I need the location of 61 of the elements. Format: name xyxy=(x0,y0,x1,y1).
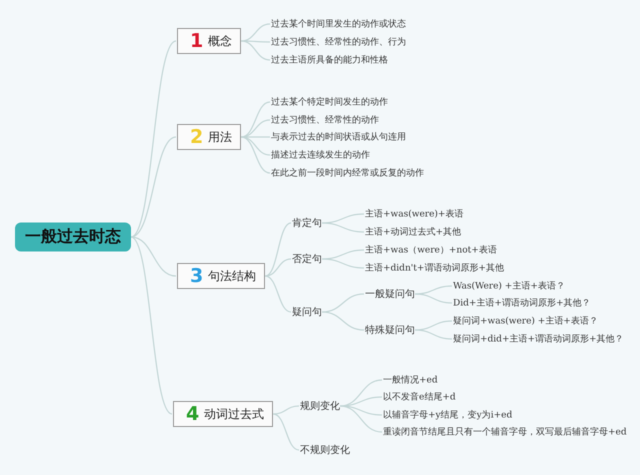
connector-line xyxy=(130,236,176,277)
topic-number: 3 xyxy=(190,265,204,287)
topic-text: 过去习惯性、经常性的动作 xyxy=(271,112,379,128)
topic-text: 与表示过去的时间状语或从句连用 xyxy=(271,130,406,144)
topic-text: 主语+was(were)+表语 xyxy=(365,206,464,222)
connector-line xyxy=(340,405,382,433)
connector-line xyxy=(241,119,270,138)
connector-line xyxy=(130,40,176,238)
topic-text: 疑问词+was(were) +主语+表语？ xyxy=(453,314,598,328)
topic-text: 规则变化 xyxy=(300,398,340,414)
connector-line xyxy=(130,236,172,414)
connector-line xyxy=(265,275,292,313)
connector-line xyxy=(414,293,452,304)
topic-number: 1 xyxy=(190,30,204,52)
central-topic: 一般过去时态 xyxy=(15,222,131,252)
topic-text: 否定句 xyxy=(292,251,322,267)
topic-text: Was(Were) +主语+表语？ xyxy=(453,278,565,294)
topic-text: 肯定句 xyxy=(292,215,322,231)
topic-text: 过去习惯性、经常性的动作、行为 xyxy=(271,34,406,50)
topic-label: 句法结构 xyxy=(208,268,256,284)
connector-line xyxy=(322,222,364,233)
topic-text: 重读闭音节结尾且只有一个辅音字母，双写最后辅音字母+ed xyxy=(383,424,627,440)
topic-text: Did+主语+谓语动词原形+其他？ xyxy=(453,296,590,310)
topic-text: 描述过去连续发生的动作 xyxy=(271,148,370,162)
topic-box xyxy=(177,263,266,289)
topic-box xyxy=(173,401,274,427)
connector-line xyxy=(322,258,364,269)
topic-text: 疑问词+did+主语+谓语动词原形+其他？ xyxy=(453,332,624,346)
topic-text: 过去主语所具备的能力和性格 xyxy=(271,52,388,68)
connector-line xyxy=(414,329,452,340)
connector-line xyxy=(265,258,292,277)
connector-line xyxy=(265,222,292,277)
connector-line xyxy=(273,405,300,415)
connector-line xyxy=(322,311,364,331)
connector-line xyxy=(241,23,270,42)
connector-line xyxy=(241,40,270,61)
topic-text: 一般疑问句 xyxy=(365,286,415,302)
connector-line xyxy=(340,379,382,407)
connector-line xyxy=(130,136,176,238)
topic-text: 以不发音e结尾+d xyxy=(383,390,456,404)
topic-text: 主语+动词过去式+其他 xyxy=(365,224,462,240)
topic-box xyxy=(177,124,242,150)
topic-text: 过去某个时间里发生的动作或状态 xyxy=(271,16,406,32)
topic-number: 2 xyxy=(190,126,204,148)
topic-box xyxy=(177,28,242,54)
topic-label: 用法 xyxy=(208,128,232,146)
topic-text: 以辅音字母+y结尾，变y为i+ed xyxy=(383,408,512,422)
topic-text: 疑问句 xyxy=(292,304,322,320)
topic-text: 主语+didn't+谓语动词原形+其他 xyxy=(365,260,504,276)
topic-text: 特殊疑问句 xyxy=(365,322,415,338)
topic-text: 过去某个特定时间发生的动作 xyxy=(271,94,388,110)
topic-text: 不规则变化 xyxy=(300,442,350,458)
topic-text: 主语+was（were）+not+表语 xyxy=(365,242,497,258)
connector-line xyxy=(241,136,270,174)
topic-text: 一般情况+ed xyxy=(383,372,438,388)
topic-text: 在此之前一段时间内经常或反复的动作 xyxy=(271,166,424,180)
topic-label: 动词过去式 xyxy=(204,406,264,422)
topic-label: 概念 xyxy=(208,32,232,50)
topic-number: 4 xyxy=(186,403,200,425)
connector-line xyxy=(241,101,270,138)
connector-line xyxy=(273,413,300,451)
